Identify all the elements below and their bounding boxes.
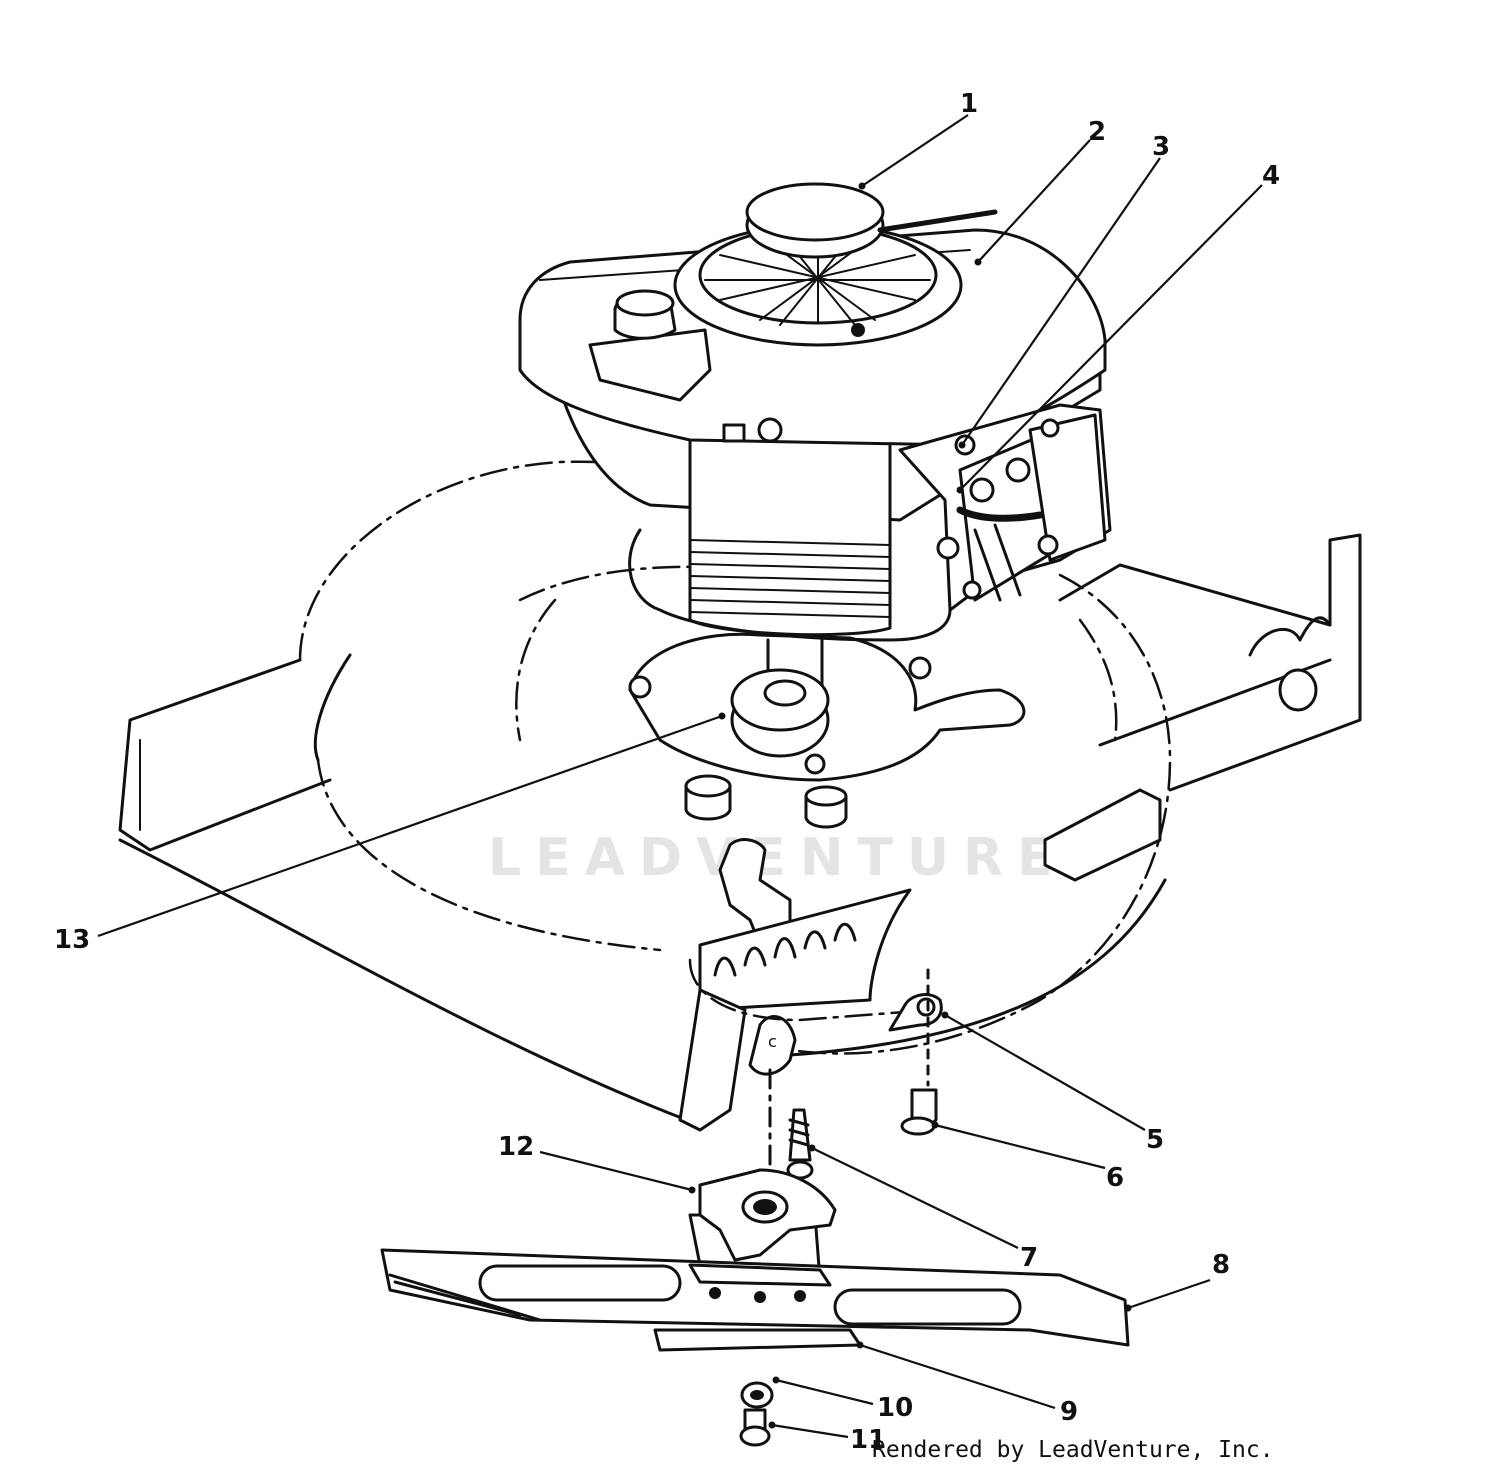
- callout-8: 8: [1212, 1250, 1230, 1280]
- blade-stiffener-9: [653, 1328, 862, 1352]
- blade-bolt-11: [739, 1408, 771, 1447]
- recoil-starter: [673, 182, 963, 347]
- engine-controls: [722, 403, 1112, 612]
- callout-6: 6: [1106, 1163, 1124, 1193]
- blade-8: [380, 1248, 1130, 1347]
- leader-lines: [97, 114, 1263, 1439]
- height-adjuster: c: [678, 838, 943, 1132]
- screw-6: [900, 968, 938, 1136]
- mower-deck: [118, 460, 1362, 1127]
- callout-11: 11: [850, 1425, 886, 1455]
- lockwasher-10: [740, 1381, 774, 1409]
- adjuster-mark: c: [768, 1032, 777, 1051]
- callout-4: 4: [1262, 161, 1280, 191]
- callout-5: 5: [1146, 1125, 1164, 1155]
- spacers: [684, 774, 848, 829]
- callout-1: 1: [960, 89, 978, 119]
- callout-12: 12: [498, 1132, 534, 1162]
- engine-mount: [628, 632, 1026, 829]
- callout-13: 13: [54, 925, 90, 955]
- engine: [518, 182, 1112, 692]
- callout-3: 3: [1152, 132, 1170, 162]
- callout-7: 7: [1020, 1243, 1038, 1273]
- callout-numbers: 1 2 3 4 5 6 7 8 9 10 11 12 13: [54, 89, 1280, 1455]
- credit-text: Rendered by LeadVenture, Inc.: [872, 1437, 1274, 1463]
- watermark: LEADVENTURE: [488, 828, 1067, 888]
- callout-9: 9: [1060, 1397, 1078, 1427]
- bolt-7: [786, 1108, 814, 1180]
- callout-2: 2: [1088, 117, 1106, 147]
- callout-10: 10: [877, 1393, 913, 1423]
- cylinder-fins: [689, 539, 891, 618]
